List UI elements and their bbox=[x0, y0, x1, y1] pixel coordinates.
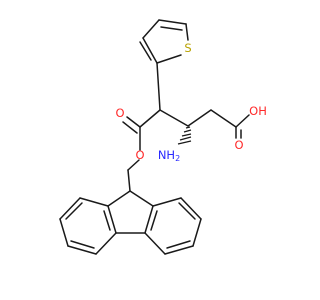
bond-right-1 bbox=[144, 205, 154, 234]
bond-thiophene-5 bbox=[156, 54, 182, 64]
bond-left-4 bbox=[59, 218, 69, 247]
bond-c4-thienyl bbox=[156, 62, 161, 111]
hashed-wedge-bond bbox=[177, 126, 192, 145]
bond-thiophene-4 bbox=[185, 23, 189, 41]
atom-label-ester-carbonyl-oxygen: O bbox=[115, 106, 124, 120]
bond-right-2 bbox=[144, 232, 166, 255]
bond-thiophene-1-double bbox=[139, 41, 152, 61]
bond-right-1-double bbox=[150, 210, 158, 231]
bond-c3-c2 bbox=[187, 109, 212, 127]
bond-right-5-double bbox=[178, 202, 196, 220]
bond-thiophene-3 bbox=[158, 19, 187, 25]
bond-right-6 bbox=[152, 197, 182, 207]
amino-label-main: NH bbox=[158, 148, 175, 162]
bond-c9-c8a bbox=[129, 190, 154, 207]
bond-right-3 bbox=[164, 245, 194, 255]
molecule-canvas: S O O OH O NH2 bbox=[59, 19, 267, 255]
bond-right-5 bbox=[180, 197, 202, 220]
bond-left-5 bbox=[59, 197, 81, 220]
atom-label-amino: NH2 bbox=[158, 148, 180, 163]
bond-c5-o-carbonyl bbox=[126, 116, 141, 128]
bond-left-3 bbox=[67, 245, 97, 255]
bond-c4-c3 bbox=[159, 109, 189, 127]
bond-thiophene-2 bbox=[142, 19, 160, 39]
atom-label-sulfur: S bbox=[184, 41, 191, 55]
bond-c5-o-carbonyl-double bbox=[122, 121, 138, 134]
bond-left-5-double bbox=[65, 202, 83, 220]
bond-c9-c9a bbox=[107, 190, 131, 207]
atom-label-hydroxyl: OH bbox=[249, 104, 267, 118]
bond-left-1-double bbox=[103, 210, 111, 231]
bond-right-3-double bbox=[166, 240, 191, 249]
amino-label-subscript: 2 bbox=[175, 154, 180, 163]
bond-right-4 bbox=[192, 218, 202, 247]
bond-c1-oh bbox=[235, 114, 250, 128]
molecule-structure: S O O OH O NH2 bbox=[59, 19, 267, 255]
bond-thiophene-3-double bbox=[160, 26, 183, 31]
bond-c4-c5 bbox=[139, 109, 161, 128]
bond-o-ester-ch2 bbox=[127, 159, 140, 171]
bond-thiophene-1 bbox=[142, 37, 158, 64]
bond-ch2-c9 bbox=[127, 169, 131, 192]
atom-label-ester-oxygen: O bbox=[135, 148, 144, 162]
bond-left-6 bbox=[79, 197, 109, 207]
bond-left-3-double bbox=[70, 240, 95, 249]
bond-left-2 bbox=[95, 232, 117, 255]
bond-left-1 bbox=[107, 205, 117, 234]
atom-label-acid-carbonyl-oxygen: O bbox=[234, 138, 243, 152]
bond-c2-c1 bbox=[210, 109, 237, 128]
